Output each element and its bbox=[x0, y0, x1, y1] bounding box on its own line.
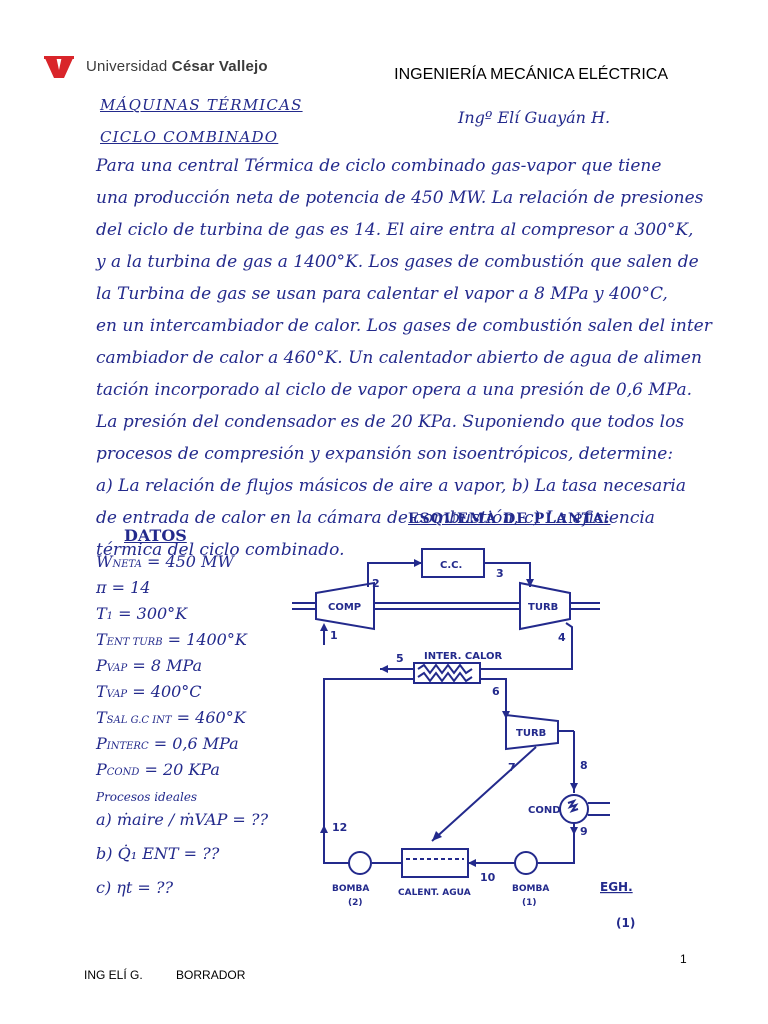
pump2-shape bbox=[348, 851, 372, 875]
dato-row: π = 14 bbox=[96, 578, 306, 604]
state-12: 12 bbox=[332, 821, 347, 834]
plant-schematic: COMP C.C. TURB INTER. CALOR TURB COND BO… bbox=[292, 548, 635, 930]
problem-line: cambiador de calor a 460°K. Un calentado… bbox=[96, 348, 702, 368]
problem-line: en un intercambiador de calor. Los gases… bbox=[96, 316, 712, 336]
state-8: 8 bbox=[580, 759, 588, 772]
problem-line: procesos de compresión y expansión son i… bbox=[96, 444, 674, 464]
dato-value: = 14 bbox=[111, 578, 151, 597]
state-2: 2 bbox=[372, 577, 380, 590]
question-item: b) Q̇₁ ENT = ?? bbox=[96, 844, 220, 863]
footer: ING ELÍ G. BORRADOR bbox=[84, 968, 275, 982]
department-title: INGENIERÍA MECÁNICA ELÉCTRICA bbox=[394, 66, 668, 83]
state-6: 6 bbox=[492, 685, 500, 698]
state-4: 4 bbox=[558, 631, 566, 644]
state-10: 10 bbox=[480, 871, 496, 884]
pump1-shape bbox=[514, 851, 538, 875]
dato-row: PVAP = 8 MPa bbox=[96, 656, 306, 682]
steam-turbine-shape bbox=[505, 713, 559, 751]
heat-exchanger-label: INTER. CALOR bbox=[424, 651, 503, 662]
dato-value: = 400°C bbox=[132, 682, 202, 701]
dato-symbol: T bbox=[96, 630, 107, 649]
question-item: c) ηt = ?? bbox=[96, 878, 174, 897]
dato-subscript: INTERC bbox=[106, 741, 149, 752]
dato-subscript: SAL G.C INT bbox=[106, 715, 172, 726]
dato-subscript: VAP bbox=[106, 689, 128, 700]
dato-value: = 0,6 MPa bbox=[153, 734, 239, 753]
dato-symbol: T bbox=[96, 708, 107, 727]
page-number: 1 bbox=[680, 952, 687, 966]
problem-line: tación incorporado al ciclo de vapor ope… bbox=[96, 380, 692, 400]
heater-label: CALENT. AGUA bbox=[398, 888, 471, 898]
dato-symbol: P bbox=[96, 734, 107, 753]
dato-value: = 20 KPa bbox=[144, 760, 220, 779]
feedwater-heater-shape bbox=[401, 848, 469, 878]
problem-line: La presión del condensador es de 20 KPa.… bbox=[96, 412, 685, 432]
dato-value: = 460°K bbox=[176, 708, 246, 727]
question-item: a) ṁaire / ṁVAP = ?? bbox=[96, 810, 269, 829]
dato-symbol: π bbox=[96, 578, 107, 597]
dato-symbol: W bbox=[96, 552, 113, 571]
problem-line: de entrada de calor en la cámara de comb… bbox=[96, 508, 655, 528]
problem-line: Para una central Térmica de ciclo combin… bbox=[96, 156, 662, 176]
problem-line: la Turbina de gas se usan para calentar … bbox=[96, 284, 668, 304]
problem-line: y a la turbina de gas a 1400°K. Los gase… bbox=[96, 252, 699, 272]
compressor-shape bbox=[315, 581, 375, 631]
topic-title: CICLO COMBINADO bbox=[100, 128, 279, 146]
problem-line: del ciclo de turbina de gas es 14. El ai… bbox=[96, 220, 694, 240]
dato-subscript: 1 bbox=[106, 611, 114, 622]
problem-line: a) La relación de flujos másicos de aire… bbox=[96, 476, 686, 496]
pump2-label: BOMBA bbox=[332, 884, 369, 894]
problem-line: térmica del ciclo combinado. bbox=[96, 540, 345, 560]
university-logo: Universidad César Vallejo bbox=[42, 52, 268, 80]
dato-value: = 450 MW bbox=[146, 552, 234, 571]
dato-row: TSAL G.C INT = 460°K bbox=[96, 708, 306, 734]
procesos-label: Procesos ideales bbox=[96, 790, 198, 804]
egh-initials: EGH. bbox=[600, 880, 633, 894]
dato-row: TENT TURB = 1400°K bbox=[96, 630, 306, 656]
steam-turbine-label: TURB bbox=[516, 728, 546, 739]
dato-subscript: VAP bbox=[106, 663, 128, 674]
diagram-title: ESQUEMA DE PLANTA: bbox=[408, 511, 611, 527]
dato-symbol: T bbox=[96, 604, 107, 623]
state-3: 3 bbox=[496, 567, 504, 580]
dato-row: WNETA = 450 MW bbox=[96, 552, 306, 578]
state-9: 9 bbox=[580, 825, 588, 838]
dato-value: = 300°K bbox=[118, 604, 188, 623]
dato-row: PINTERC = 0,6 MPa bbox=[96, 734, 306, 760]
pump1-number: (1) bbox=[522, 898, 537, 908]
condenser-label: COND bbox=[528, 805, 561, 816]
dato-symbol: T bbox=[96, 682, 107, 701]
dato-row: TVAP = 400°C bbox=[96, 682, 306, 708]
state-5: 5 bbox=[396, 652, 404, 665]
dato-subscript: ENT TURB bbox=[106, 637, 163, 648]
problem-line: una producción neta de potencia de 450 M… bbox=[96, 188, 704, 208]
footer-author: ING ELÍ G. bbox=[84, 968, 143, 982]
state-1: 1 bbox=[330, 629, 338, 642]
comp-label: COMP bbox=[328, 602, 361, 613]
cc-label: C.C. bbox=[440, 560, 462, 571]
footer-status: BORRADOR bbox=[176, 968, 246, 982]
subject-title: MÁQUINAS TÉRMICAS bbox=[100, 96, 303, 114]
dato-subscript: NETA bbox=[112, 559, 142, 570]
dato-subscript: COND bbox=[106, 767, 140, 778]
pump2-number: (2) bbox=[348, 898, 363, 908]
pump1-label: BOMBA bbox=[512, 884, 549, 894]
dato-symbol: P bbox=[96, 656, 107, 675]
figure-number: (1) bbox=[616, 916, 635, 930]
university-emblem-icon bbox=[44, 56, 74, 78]
dato-value: = 8 MPa bbox=[132, 656, 203, 675]
dato-symbol: P bbox=[96, 760, 107, 779]
university-name: Universidad César Vallejo bbox=[86, 57, 268, 75]
author-signature: Ingº Elí Guayán H. bbox=[458, 108, 611, 127]
gas-turbine-shape bbox=[519, 581, 571, 631]
gas-turbine-label: TURB bbox=[528, 602, 558, 613]
datos-title: DATOS bbox=[124, 526, 187, 545]
problem-statement: Para una central Térmica de ciclo combin… bbox=[96, 150, 712, 566]
dato-value: = 1400°K bbox=[167, 630, 247, 649]
dato-row: PCOND = 20 KPa bbox=[96, 760, 306, 786]
state-7: 7 bbox=[508, 761, 516, 774]
dato-row: T1 = 300°K bbox=[96, 604, 306, 630]
